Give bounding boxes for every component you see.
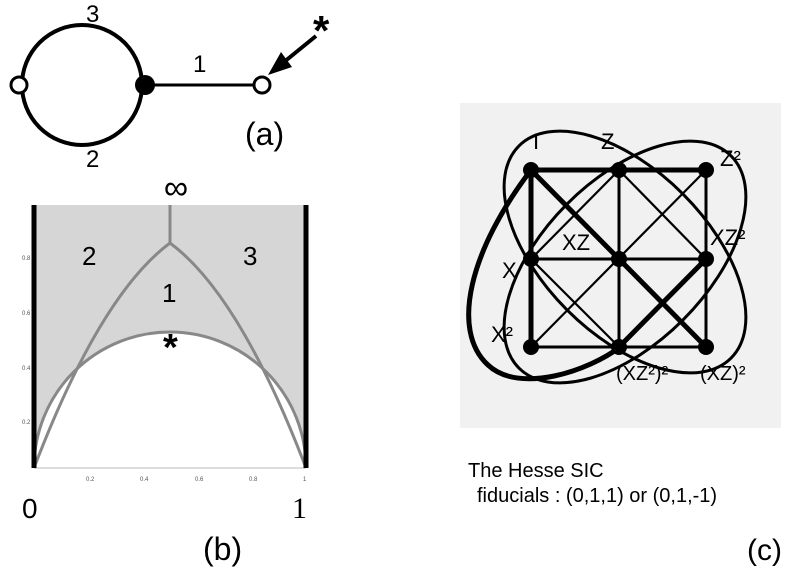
region-label-3: 3 [243,241,257,271]
node-label-XZ2-squared: (XZ²)² [616,363,669,385]
right-endpoint-label: 1 [292,492,307,525]
edge-label-3: 3 [86,1,99,28]
node-label-I: I [533,129,539,154]
node-points [523,162,714,355]
left-arc [32,241,171,469]
node-label-XZ: XZ [562,230,590,255]
edge-label-1: 1 [193,51,206,78]
lower-arc [32,330,308,469]
shaded-region [34,205,306,468]
caption-text-line1: The Hesse SIC [468,460,604,482]
left-endpoint-label: 0 [22,493,38,524]
infinity-label: ∞ [164,169,188,207]
arrow-shaft [282,34,318,64]
cusp-marker: * [163,327,178,369]
caption-c: (c) [747,534,782,567]
x-tick: 0.6 [195,477,204,483]
node-label-Z2: Z² [720,146,741,171]
edge-label-2: 2 [86,146,99,173]
filled-vertex [135,75,155,95]
x-tick: 0.8 [249,477,258,483]
caption-a: (a) [245,116,284,152]
open-vertex-right [252,75,272,95]
y-tick: 0.2 [22,420,31,426]
region-label-2: 2 [82,241,96,271]
node-label-XZ-squared: (XZ)² [700,363,746,385]
node-label-X2: X² [491,322,513,347]
cusp-marker: * [313,7,330,54]
region-label-1: 1 [162,278,176,308]
node-label-X: X [502,258,517,283]
open-vertex-left [9,75,29,95]
panel-c-hesse: I Z Z² X XZ XZ² X² (XZ²)² (XZ)² The Hess… [460,103,782,567]
node-label-Z: Z [601,129,614,154]
right-arc [169,241,308,469]
thick-curve [466,168,622,382]
arrow-head [268,52,292,75]
caption-text-line2: fiducials : (0,1,1) or (0,1,-1) [477,485,717,507]
x-tick: 0.2 [86,477,95,483]
x-tick: 0.4 [140,477,149,483]
caption-b: (b) [203,531,242,567]
y-tick: 0.6 [22,311,31,317]
x-tick: 1 [303,477,307,483]
node-label-XZ2: XZ² [710,225,745,250]
panel-b-domain: 0.2 0.4 0.6 0.8 1 0.2 0.4 0.6 0.8 2 1 3 … [22,169,309,567]
y-tick: 0.4 [22,366,31,372]
loop-edge [20,23,144,147]
panel-a-graph: 3 1 2 * (a) [9,1,330,173]
y-tick: 0.8 [22,256,31,262]
